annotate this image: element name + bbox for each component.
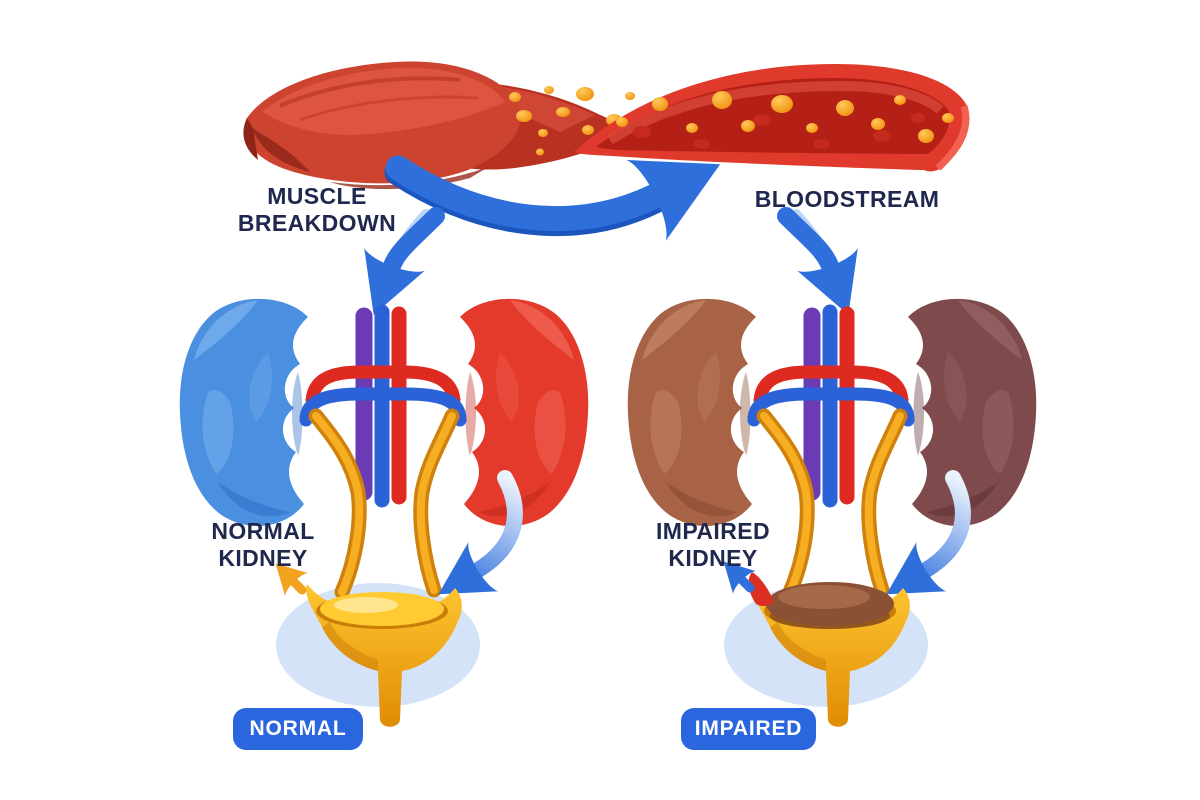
normal-kidney-system xyxy=(179,298,589,727)
normal-right-kidney xyxy=(460,298,589,527)
normal-left-kidney xyxy=(179,298,308,527)
down-arrow-right xyxy=(777,207,858,315)
normal-outflow-arrow xyxy=(275,563,309,597)
impaired-kidney-label: IMPAIRED KIDNEY xyxy=(656,518,770,571)
normal-status-badge: NORMAL xyxy=(233,708,363,750)
kidney-to-bladder-arrow-left xyxy=(438,470,523,595)
muscle-to-bloodstream-arrow xyxy=(384,155,721,241)
red-cells xyxy=(633,113,925,149)
kidney-to-bladder-arrow-right xyxy=(886,470,971,595)
impaired-kidney-system xyxy=(627,298,1037,727)
myoglobin-particles xyxy=(509,86,635,156)
impaired-right-kidney xyxy=(908,298,1037,527)
down-arrow-left xyxy=(364,207,445,315)
blood-vessel-illustration xyxy=(574,64,970,172)
normal-renal-vessels xyxy=(306,312,460,500)
impaired-left-kidney xyxy=(627,298,756,527)
bloodstream-label: BLOODSTREAM xyxy=(754,186,940,212)
vessel-particles xyxy=(616,91,954,143)
impaired-renal-vessels xyxy=(754,312,908,500)
impaired-status-badge: IMPAIRED xyxy=(681,708,816,750)
muscle-illustration xyxy=(243,61,630,190)
muscle-breakdown-label: MUSCLE BREAKDOWN xyxy=(237,183,397,236)
impaired-outflow-arrow xyxy=(723,561,757,595)
normal-kidney-label: NORMAL KIDNEY xyxy=(211,518,315,571)
